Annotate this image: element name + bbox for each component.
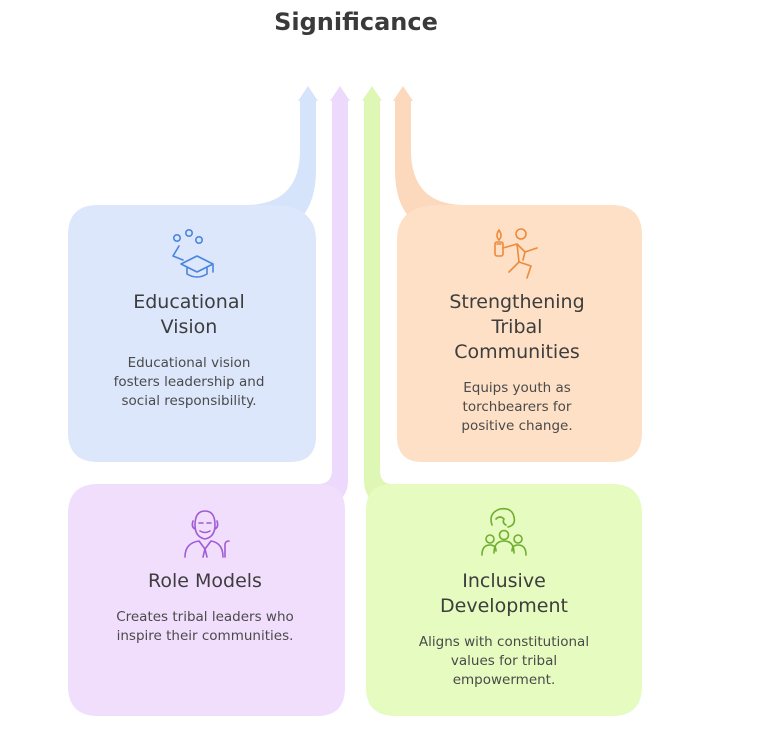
heading-strengthening: Strengthening Tribal Communities: [449, 291, 585, 363]
card-heading: Educational Vision: [82, 290, 296, 340]
card-heading: Strengthening Tribal Communities: [410, 290, 624, 365]
card-inclusive-development: Inclusive Development Aligns with consti…: [396, 505, 612, 690]
card-strengthening-communities: Strengthening Tribal Communities Equips …: [410, 226, 624, 436]
torchbearer-icon: [487, 226, 547, 286]
arrow-shaft-educational: [190, 100, 316, 236]
arrowhead-role-models: [330, 86, 350, 101]
card-description: Educational vision fosters leadership an…: [82, 354, 296, 411]
card-role-models: Role Models Creates tribal leaders who i…: [90, 505, 320, 646]
description-educational: Educational vision fosters leadership an…: [113, 355, 265, 409]
card-description: Aligns with constitutional values for tr…: [396, 633, 612, 690]
arrow-shaft-inclusive: [364, 100, 460, 505]
card-heading: Role Models: [90, 569, 320, 594]
card-backgrounds: [68, 205, 642, 716]
heading-educational: Educational Vision: [133, 291, 245, 338]
card-bg-educational: [68, 205, 316, 462]
card-description: Creates tribal leaders who inspire their…: [90, 608, 320, 646]
arrow-connectors: [190, 86, 520, 505]
students-graduation-cap-icon: [159, 226, 219, 286]
group-community-icon: [474, 505, 534, 565]
card-bg-inclusive: [366, 484, 642, 716]
diagram-title: Significance: [274, 8, 438, 36]
arrow-shaft-role-models: [250, 100, 348, 505]
description-strengthening: Equips youth as torchbearers for positiv…: [461, 380, 573, 434]
elder-leader-icon: [175, 505, 235, 565]
heading-inclusive: Inclusive Development: [440, 570, 568, 617]
card-bg-strengthening: [397, 205, 642, 462]
description-role-models: Creates tribal leaders who inspire their…: [116, 609, 294, 644]
description-inclusive: Aligns with constitutional values for tr…: [418, 634, 590, 688]
arrow-shaft-strengthening: [395, 100, 520, 236]
card-educational-vision: Educational Vision Educational vision fo…: [82, 226, 296, 411]
arrowhead-strengthening: [393, 86, 413, 101]
card-bg-role-models: [68, 484, 345, 716]
arrowhead-inclusive: [362, 86, 382, 101]
card-heading: Inclusive Development: [396, 569, 612, 619]
card-description: Equips youth as torchbearers for positiv…: [410, 379, 624, 436]
heading-role-models: Role Models: [148, 570, 262, 592]
arrowhead-educational: [298, 86, 318, 101]
